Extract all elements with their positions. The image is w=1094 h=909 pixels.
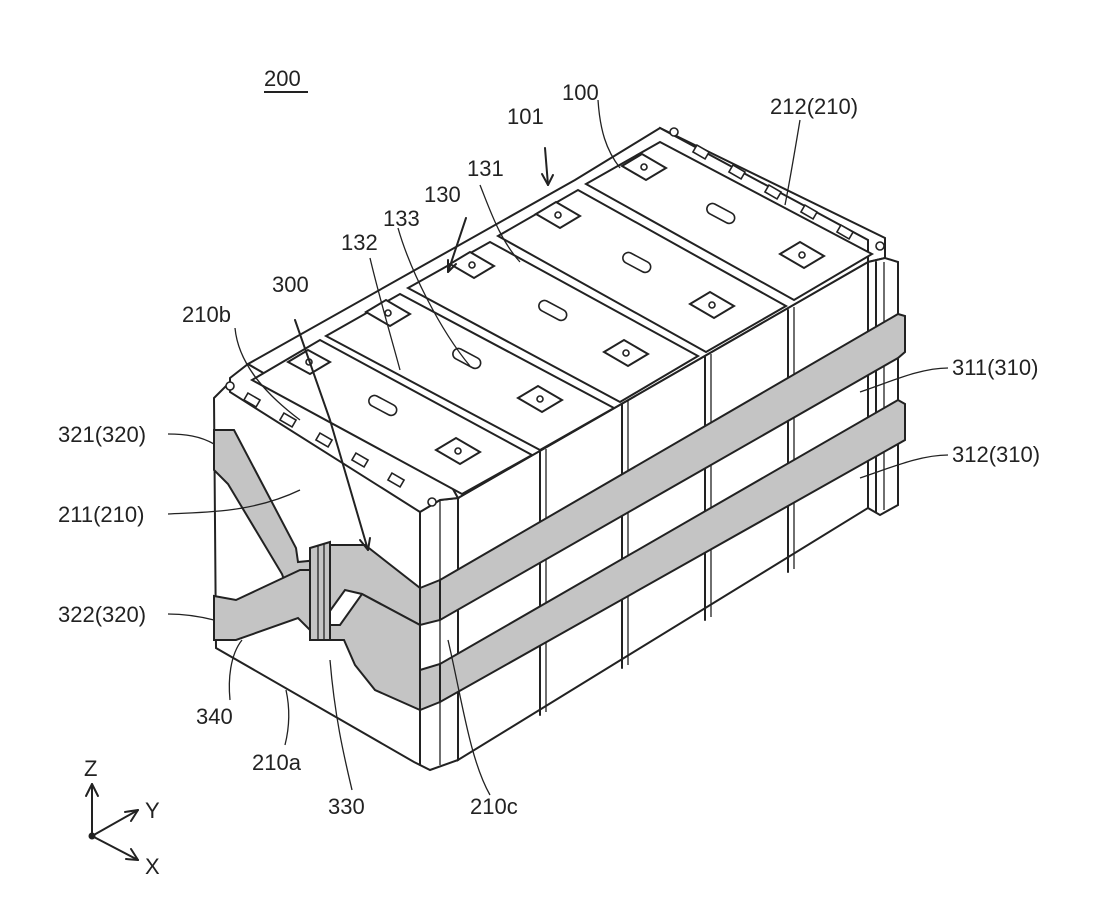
label-340: 340 — [196, 704, 233, 729]
label-100: 100 — [562, 80, 599, 105]
axis-z-label: Z — [84, 756, 97, 781]
label-322: 322(320) — [58, 602, 146, 627]
label-330: 330 — [328, 794, 365, 819]
label-312: 312(310) — [952, 442, 1040, 467]
axis-indicator: Z Y X — [84, 756, 160, 879]
axis-y-label: Y — [145, 798, 160, 823]
label-311: 311(310) — [952, 355, 1038, 380]
label-132: 132 — [341, 230, 378, 255]
label-130: 130 — [424, 182, 461, 207]
label-300: 300 — [272, 272, 309, 297]
label-210a: 210a — [252, 750, 302, 775]
label-321: 321(320) — [58, 422, 146, 447]
label-211: 211(210) — [58, 502, 144, 527]
battery-block — [214, 128, 905, 770]
label-133: 133 — [383, 206, 420, 231]
label-131: 131 — [467, 156, 504, 181]
figure-number: 200 — [264, 66, 301, 91]
bridge-330 — [310, 542, 330, 640]
end-plate-back-side — [868, 258, 898, 515]
label-210c: 210c — [470, 794, 518, 819]
label-210b: 210b — [182, 302, 231, 327]
label-212: 212(210) — [770, 94, 858, 119]
label-101: 101 — [507, 104, 544, 129]
axis-x-label: X — [145, 854, 160, 879]
